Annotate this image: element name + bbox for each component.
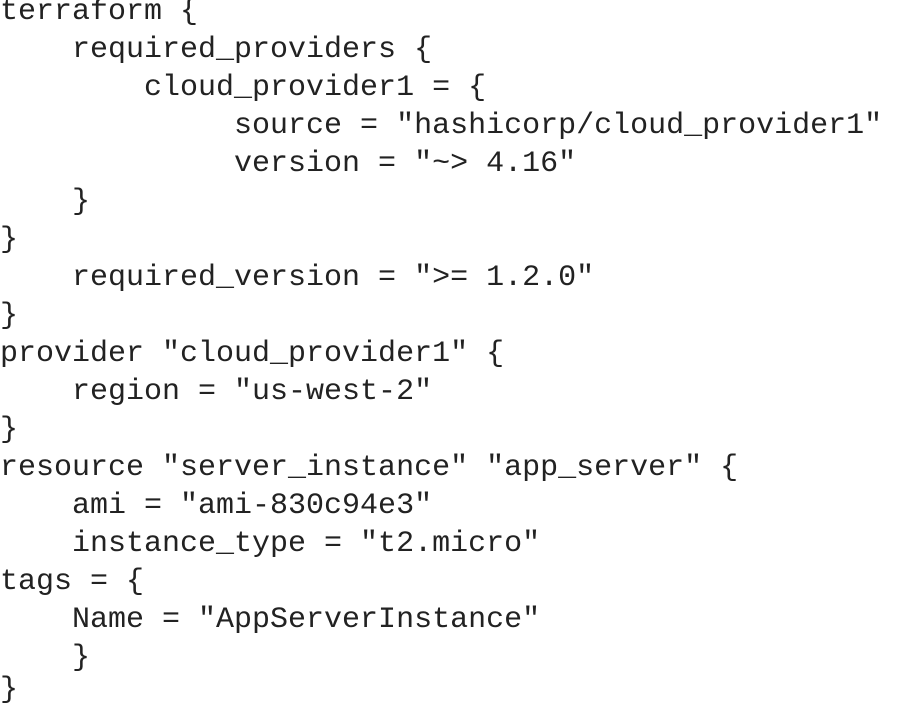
- code-line: }: [0, 641, 91, 675]
- code-line: }: [0, 185, 91, 219]
- code-line: required_version = ">= 1.2.0": [0, 261, 595, 295]
- code-line: required_providers {: [0, 33, 433, 67]
- code-line: }: [0, 299, 19, 333]
- code-line: source = "hashicorp/cloud_provider1": [0, 109, 883, 143]
- code-line: version = "~> 4.16": [0, 147, 577, 181]
- code-line: ami = "ami-830c94e3": [0, 489, 433, 523]
- code-line: region = "us-west-2": [0, 375, 433, 409]
- code-line: provider "cloud_provider1" {: [0, 337, 505, 371]
- code-line: resource "server_instance" "app_server" …: [0, 451, 739, 485]
- code-line: Name = "AppServerInstance": [0, 603, 541, 637]
- code-line: }: [0, 673, 19, 707]
- code-line: cloud_provider1 = {: [0, 71, 487, 105]
- code-line: tags = {: [0, 565, 145, 599]
- code-line: }: [0, 223, 19, 257]
- code-line: instance_type = "t2.micro": [0, 527, 541, 561]
- code-line: terraform {: [0, 0, 199, 29]
- code-line: }: [0, 413, 19, 447]
